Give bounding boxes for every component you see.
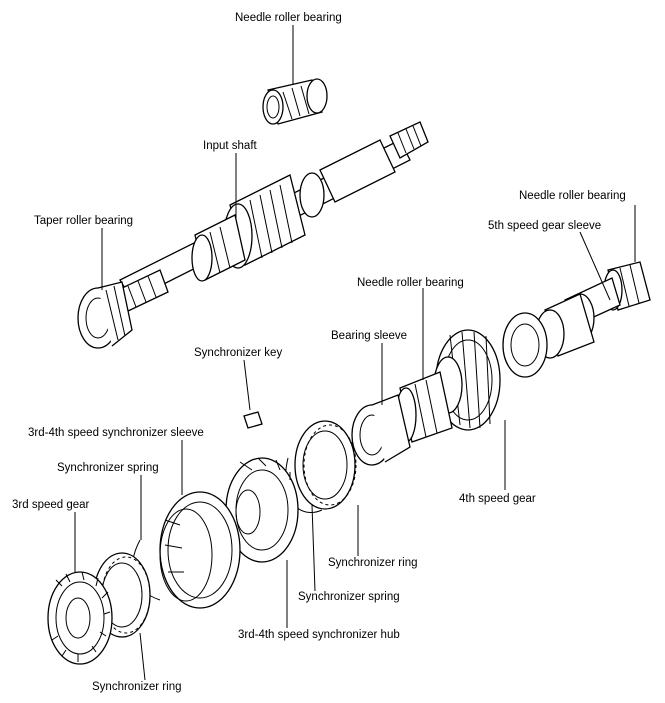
output-shaft-group xyxy=(351,261,651,466)
label-fifth-speed-gear-sleeve: 5th speed gear sleeve xyxy=(488,220,601,232)
label-synchronizer-ring-bottom: Synchronizer ring xyxy=(92,681,181,693)
taper-roller-bearing xyxy=(77,281,133,349)
label-synchronizer-spring-left: Synchronizer spring xyxy=(57,462,159,474)
label-synchronizer-ring-right: Synchronizer ring xyxy=(328,557,417,569)
label-input-shaft: Input shaft xyxy=(203,140,258,152)
needle-roller-bearing-top xyxy=(262,78,328,125)
label-fourth-speed-gear: 4th speed gear xyxy=(459,493,536,505)
synchronizer-ring-right xyxy=(294,420,357,510)
leader-lines xyxy=(74,25,636,681)
label-third-speed-gear: 3rd speed gear xyxy=(12,499,90,511)
label-needle-roller-bearing-top: Needle roller bearing xyxy=(235,12,342,24)
label-group: Needle roller bearing Input shaft Taper … xyxy=(12,12,626,693)
label-needle-roller-bearing-right: Needle roller bearing xyxy=(519,190,626,202)
sync-hub-3rd-4th xyxy=(225,457,299,563)
input-shaft xyxy=(117,121,429,313)
label-bearing-sleeve: Bearing sleeve xyxy=(331,330,407,342)
sync-sleeve-3rd-4th xyxy=(159,491,241,609)
label-sync-hub-3rd-4th: 3rd-4th speed synchronizer hub xyxy=(238,629,400,641)
label-taper-roller-bearing: Taper roller bearing xyxy=(34,215,133,227)
label-needle-roller-bearing-mid: Needle roller bearing xyxy=(357,277,464,289)
label-synchronizer-key: Synchronizer key xyxy=(194,347,282,359)
third-speed-gear xyxy=(47,571,113,665)
synchronizer-key xyxy=(243,411,263,429)
label-sync-sleeve-3rd-4th: 3rd-4th speed synchronizer sleeve xyxy=(28,427,204,439)
label-synchronizer-spring-right: Synchronizer spring xyxy=(298,591,400,603)
